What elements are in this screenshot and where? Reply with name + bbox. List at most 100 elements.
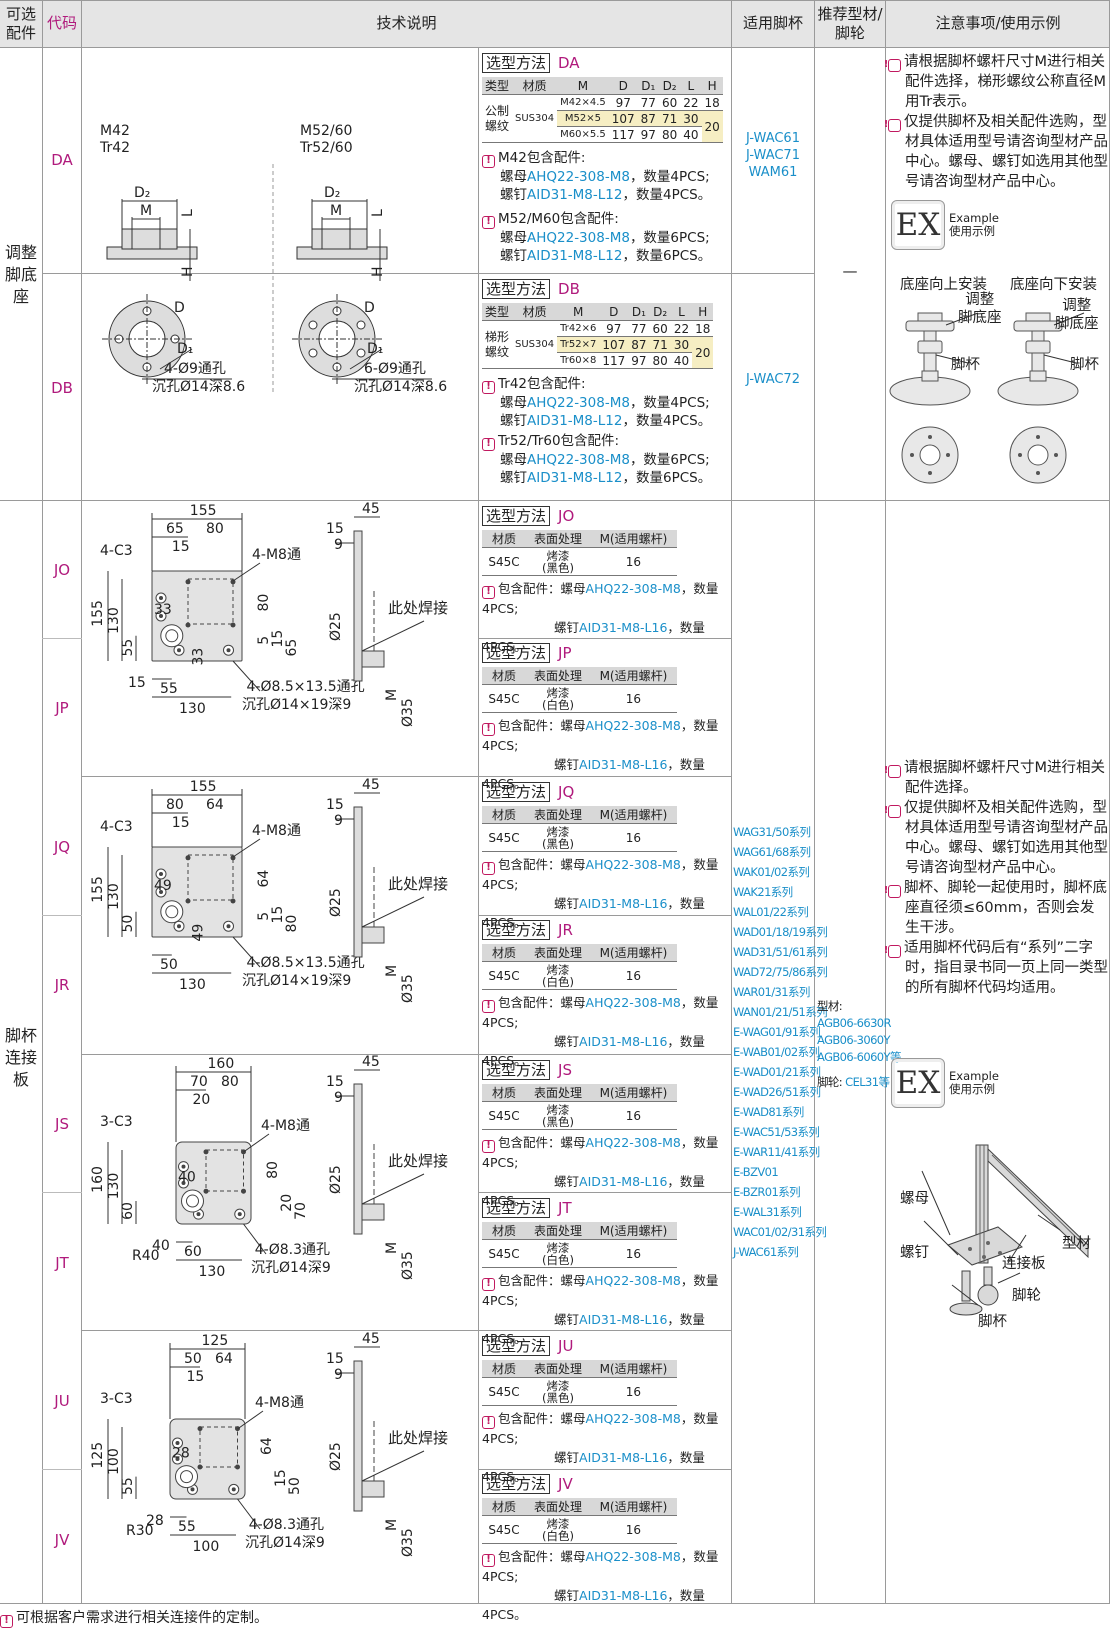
svg-text:沉孔Ø14深8.6: 沉孔Ø14深8.6 [152,379,245,395]
dimension-label: 此处焊接 [388,599,448,617]
dimension-label: Ø25 [328,1165,344,1194]
dimension-label: 33 [190,648,206,666]
dimension-label: M [384,689,400,701]
dimension-label: 15 [326,797,344,813]
dimension-label: 49 [154,878,172,894]
dimension-label: 80 [256,594,272,612]
svg-text:M: M [140,203,152,219]
stud-hole [175,1465,198,1489]
dimension-label: 9 [334,537,343,553]
install-down-label: 底座向下安装 [1010,277,1097,293]
feet-db: J-WAC72 [746,372,800,387]
note-mid-4: !适用脚杯代码后有“系列”二字时，指目录书同一页上同一类型的所有脚杯代码均适用。 [883,940,1108,996]
ex-cup-label-1: 脚杯 [951,357,980,373]
dimension-label: 155 [190,779,217,795]
dimension-label: 15 [172,539,190,555]
side-view-nut [361,926,385,944]
thread-hole [203,1188,209,1194]
stud-hole [160,900,184,924]
ex-adjust-label-1: 调整 脚底座 [958,292,1002,326]
dimension-label: Ø25 [328,888,344,917]
feet-series-item: WAD72/75/86系列 [733,965,828,979]
thread-hole [235,1464,240,1470]
dimension-label: R30 [126,1523,154,1539]
svg-text:4-Ø9通孔: 4-Ø9通孔 [164,361,226,377]
db-note-2: !Tr52/Tr60包含配件: 螺母AHQ22-308-M8，数量6PCS; 螺… [482,432,730,487]
profile-list: 型材: AGB06-6630R AGB06-3060Y AGB06-6060Y等… [817,999,901,1089]
feet-series-item: WAD31/51/61系列 [733,945,828,959]
thread-hole [185,898,191,904]
dimension-label: R40 [132,1248,160,1264]
dimension-label: 100 [106,1448,122,1475]
code-js: JS [55,1115,69,1133]
side-view-plate [353,806,363,958]
dimension-label: 15 [273,1469,289,1487]
dimension-label: 50 [120,915,136,933]
dimension-label: 155 [90,876,106,903]
db-note-1: !Tr42包含配件: 螺母AHQ22-308-M8，数量4PCS; 螺钉AID3… [482,375,730,430]
side-view-nut [361,650,385,668]
dimension-label: M [384,1242,400,1254]
svg-text:6-Ø9通孔: 6-Ø9通孔 [364,361,426,377]
dimension-label: 15 [172,815,190,831]
svg-text:L: L [180,209,196,217]
group-adjust-base: 调整 脚底 座 [4,243,37,306]
dimension-label: 45 [362,501,380,517]
plate-note: !包含配件：螺母AHQ22-308-M8，数量4PCS;螺钉AID31-M8-L… [482,995,719,1068]
dimension-label: 15 [326,1074,344,1090]
plate-note: !包含配件：螺母AHQ22-308-M8，数量4PCS;螺钉AID31-M8-L… [482,1411,719,1484]
svg-text:沉孔Ø14深8.6: 沉孔Ø14深8.6 [354,379,447,395]
code-da: DA [51,151,73,169]
svg-text:H: H [180,266,196,277]
feet-series-item: E-BZR01系列 [733,1185,801,1199]
thread-pattern [205,1149,244,1192]
dimension-label: 40 [152,1238,170,1254]
dimension-label: 沉孔Ø14深9 [251,1260,331,1276]
dimension-label: 64 [256,870,272,888]
dimension-label: 125 [202,1333,229,1349]
feet-series-item: E-WAD26/51系列 [733,1085,821,1099]
code-ju: JU [54,1392,70,1410]
da-note-2: !M52/M60包含配件: 螺母AHQ22-308-M8，数量6PCS; 螺钉A… [482,210,730,265]
feet-series-item: WAK01/02系列 [733,865,810,879]
dimension-label: 4-C3 [100,819,133,835]
thread-hole [197,1426,203,1432]
install-example-drawing [889,312,1085,484]
dimension-label: 155 [190,503,217,519]
header-feet: 适用脚杯 [732,0,814,48]
thread-hole [197,1464,203,1470]
thread-hole [241,1188,246,1194]
feet-series-item: WAC01/02/31系列 [733,1225,827,1239]
ex2-cup-label: 脚杯 [978,1314,1007,1330]
plate-note: !包含配件：螺母AHQ22-308-M8，数量4PCS;螺钉AID31-M8-L… [482,857,719,930]
dimension-label: 5 [256,912,272,921]
dimension-label: 64 [215,1351,233,1367]
dimension-label: 45 [362,1054,380,1070]
dimension-label: 70 [293,1202,309,1220]
plate-example-drawing [921,1144,1089,1316]
svg-text:M: M [330,203,342,219]
dimension-label: 3-C3 [100,1114,133,1130]
svg-text:D₁: D₁ [177,341,193,357]
dimension-label: 15 [326,521,344,537]
note-mid-3: !脚杯、脚轮一起使用时，脚杯底座直径须≤60mm，否则会发生干涉。 [883,880,1107,936]
notes-mid: !请根据脚杯螺杆尺寸M进行相关配件选择。 !仅提供脚杯及相关配件选购，型材具体适… [883,758,1108,998]
dimension-label: 60 [184,1244,202,1260]
feet-series-item: E-WAR11/41系列 [733,1145,820,1159]
dimension-label: 49 [190,924,206,942]
code-jo: JO [53,561,71,579]
da-note-1: !M42包含配件: 螺母AHQ22-308-M8，数量4PCS; 螺钉AID31… [482,149,730,204]
note-mid-1: !请根据脚杯螺杆尺寸M进行相关配件选择。 [883,760,1106,796]
install-up-label: 底座向上安装 [900,277,987,293]
code-jv: JV [54,1531,70,1549]
dimension-label: 4-Ø8.5×13.5通孔 [247,679,365,695]
dimension-label: 50 [160,957,178,973]
code-jq: JQ [53,838,71,856]
